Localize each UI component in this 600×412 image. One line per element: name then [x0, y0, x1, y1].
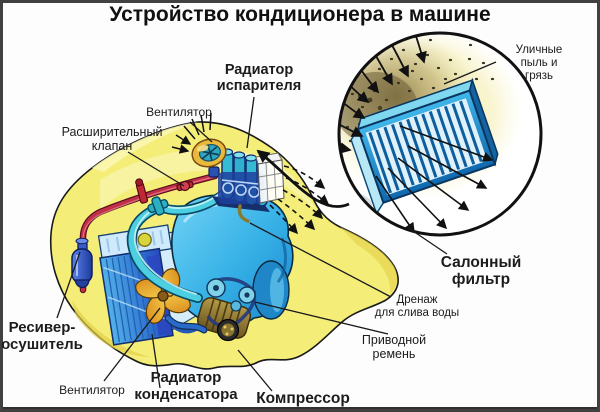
leader-evaporator [246, 96, 255, 149]
leader-condenser [151, 333, 161, 389]
compressor [164, 277, 257, 342]
leader-fan-top [189, 121, 213, 143]
engine [171, 190, 294, 334]
label-cabin-filter: Салонный фильтр [440, 254, 522, 289]
label-fan-bottom: Вентилятор [59, 383, 125, 397]
leader-lines [56, 61, 497, 392]
expansion-valve-fittings [135, 166, 220, 204]
cabin-filter-illustration [350, 77, 499, 216]
leader-drain [249, 222, 392, 298]
inset-circle-outline [337, 31, 543, 237]
drive-belt [206, 277, 257, 328]
leader-expansion-valve [127, 151, 185, 187]
clean-air-arrows [375, 125, 494, 234]
label-fan-top: Вентилятор [146, 105, 212, 119]
red-tube [79, 172, 219, 294]
leader-street-dust [443, 61, 497, 85]
label-receiver-dryer: Ресивер- осушитель [1, 319, 83, 353]
blower-fan [171, 112, 227, 168]
label-evaporator-radiator: Радиатор испарителя [216, 62, 302, 95]
leader-drive-belt [254, 301, 389, 335]
label-street-dust: Уличные пыль и грязь [515, 44, 563, 82]
page-title: Устройство кондиционера в машине [109, 3, 491, 26]
label-condenser-radiator: Радиатор конденсатора [134, 369, 238, 403]
inset-circle [337, 31, 543, 237]
label-compressor: Компрессор [256, 390, 350, 407]
filter-location-arrow [256, 149, 350, 208]
suction-tube [126, 189, 229, 303]
label-drive-belt: Приводной ремень [361, 333, 427, 361]
leader-compressor [237, 349, 273, 392]
receiver-dryer [71, 237, 93, 289]
drain-tube [237, 204, 250, 223]
label-drain: Дренаж для слива воды [374, 294, 460, 319]
label-expansion-valve: Расширительный клапан [61, 125, 163, 153]
leader-receiver [56, 251, 81, 319]
leader-fan-bottom [103, 307, 161, 382]
leader-cabin-filter [406, 226, 448, 255]
